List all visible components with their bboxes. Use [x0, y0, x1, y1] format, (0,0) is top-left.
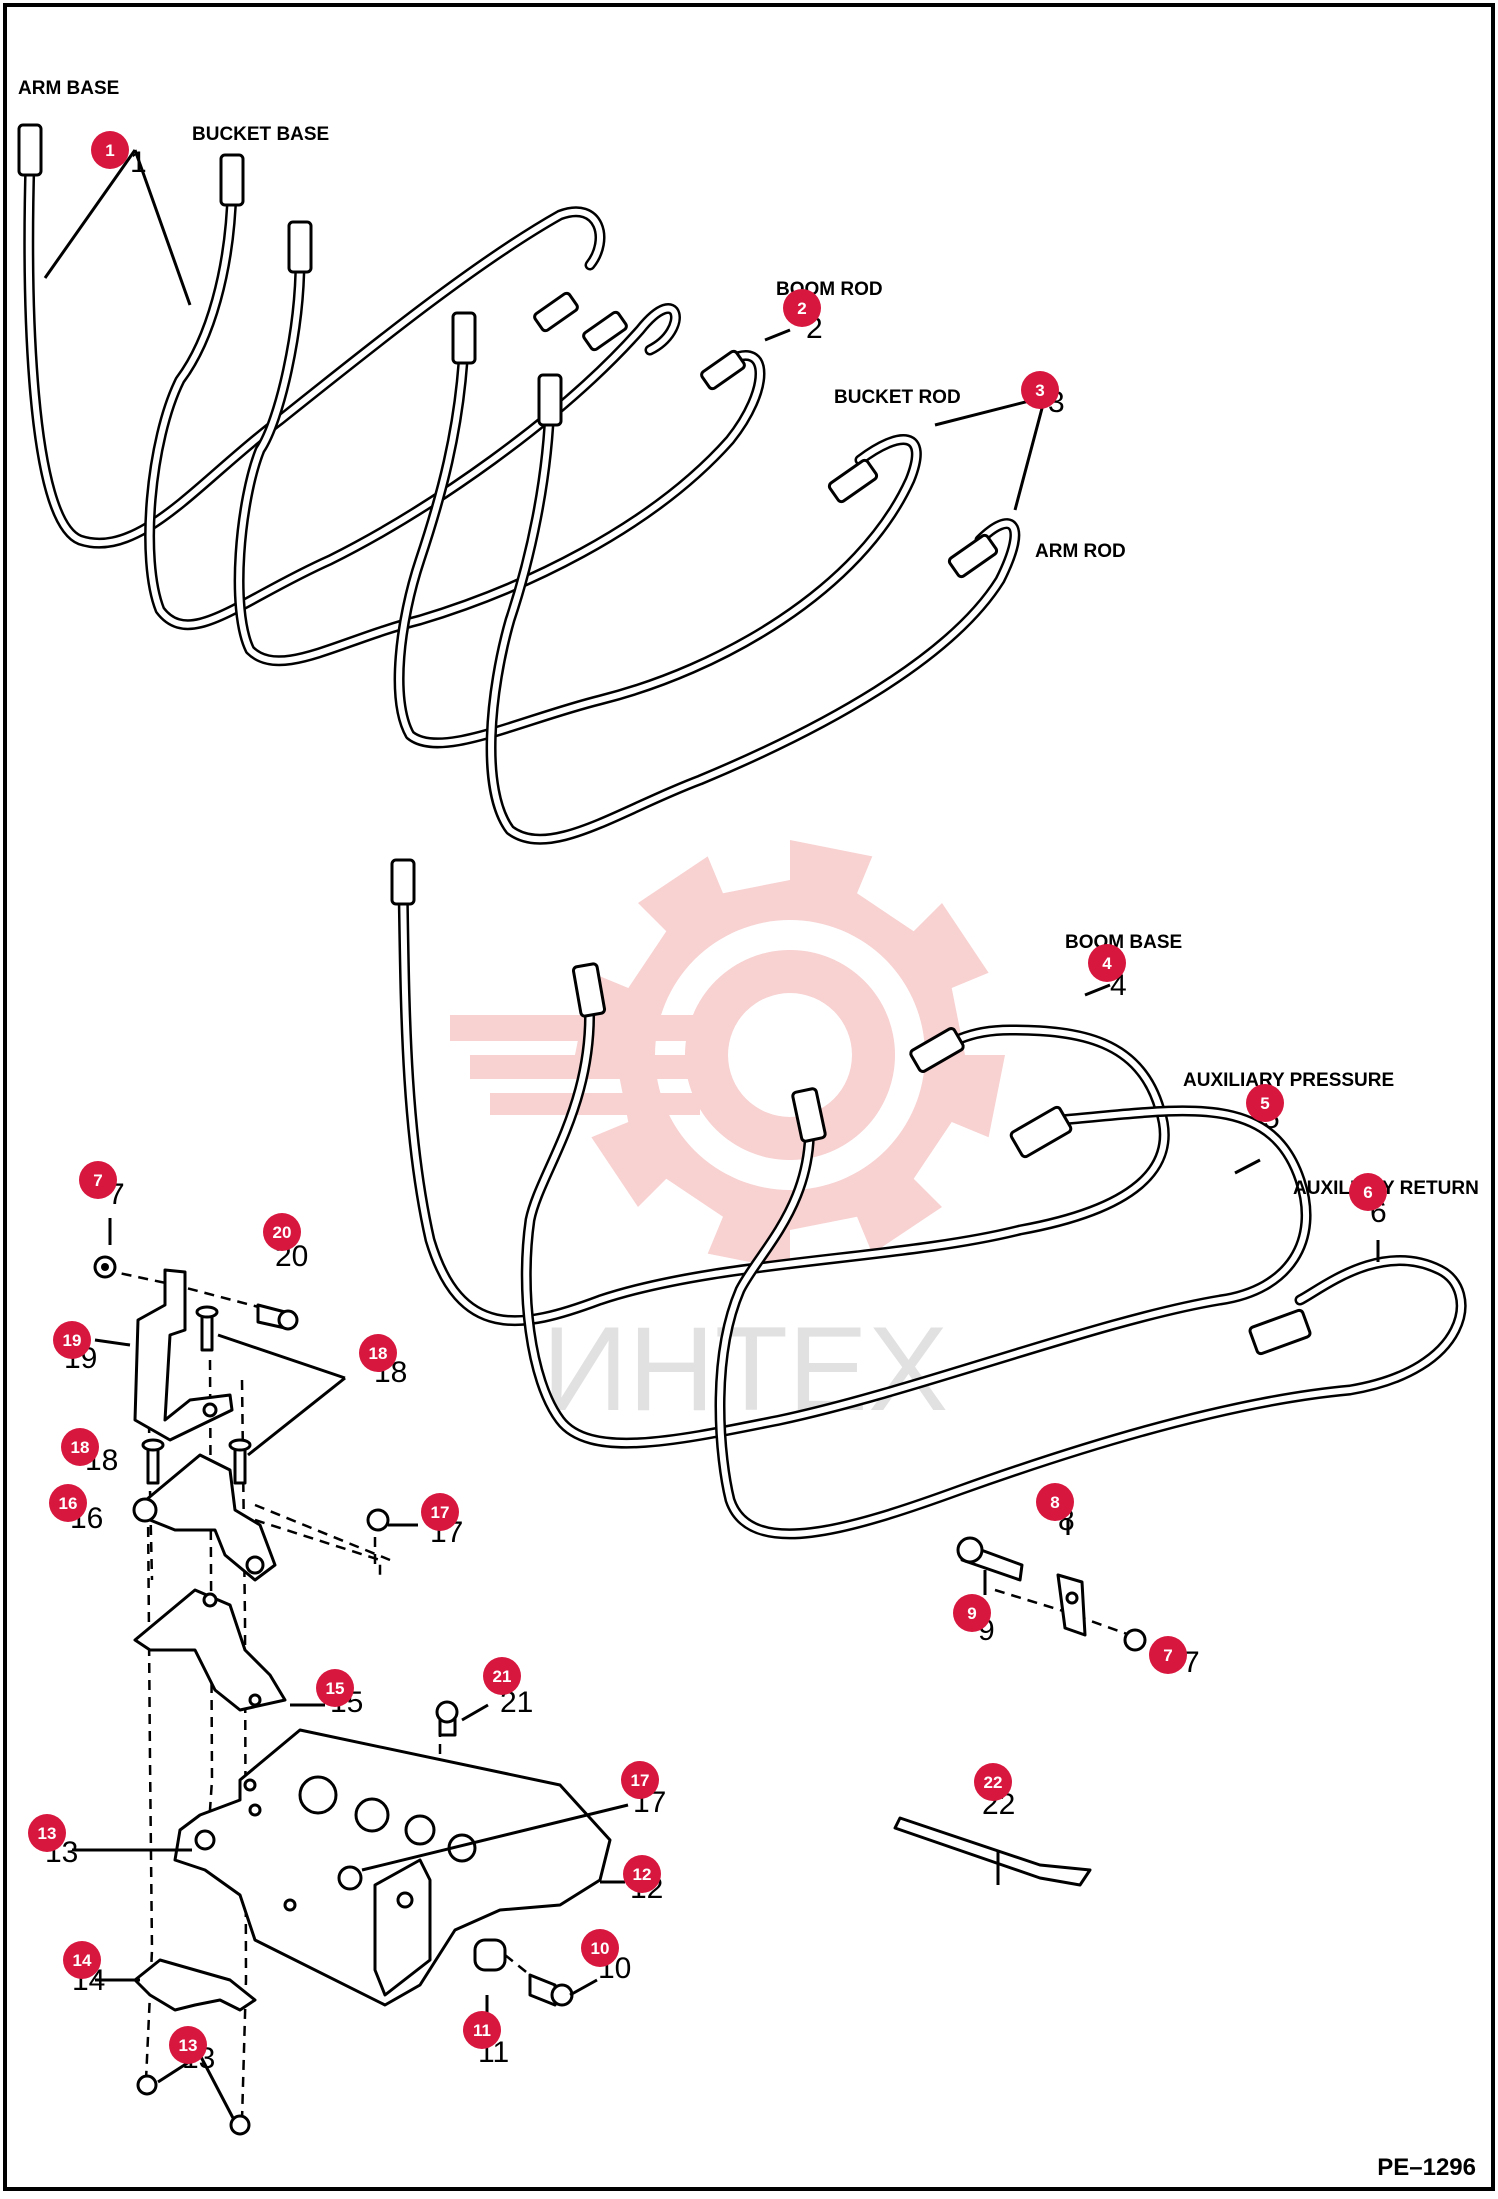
callout-number: 21	[493, 1667, 512, 1686]
callout-badge-18: 18	[61, 1428, 99, 1466]
callout-badge-19: 19	[53, 1321, 91, 1359]
label-bucket-base: BUCKET BASE	[192, 124, 329, 145]
label-arm-rod: ARM ROD	[1035, 541, 1126, 562]
callout-number: 1	[105, 141, 114, 160]
callout-number: 14	[73, 1951, 92, 1970]
callout-circle-icon	[169, 2026, 207, 2064]
callout-badge-13: 13	[28, 1814, 66, 1852]
watermark-text: ИНТЕХ	[542, 1302, 948, 1436]
callout-number: 5	[1260, 1094, 1269, 1113]
callout-badge-7: 7	[79, 1161, 117, 1199]
callout-badge-1: 1	[91, 131, 129, 169]
bracket-assembly	[93, 1255, 1147, 2136]
callout-badge-16: 16	[49, 1484, 87, 1522]
callout-circle-icon	[316, 1669, 354, 1707]
callout-circle-icon	[621, 1761, 659, 1799]
callout-badge-9: 9	[953, 1594, 991, 1632]
callout-circle-icon	[263, 1213, 301, 1251]
callout-badge-2: 2	[783, 289, 821, 327]
callout-number: 9	[967, 1604, 976, 1623]
callout-circle-icon	[581, 1929, 619, 1967]
diagram-border	[3, 3, 1495, 2191]
callout-circle-icon	[1036, 1483, 1074, 1521]
callout-circle-icon	[1149, 1636, 1187, 1674]
callout-number: 13	[179, 2036, 198, 2055]
callout-badge-18: 18	[359, 1334, 397, 1372]
callout-badge-6: 6	[1349, 1173, 1387, 1211]
callout-badge-7: 7	[1149, 1636, 1187, 1674]
callout-badge-17: 17	[621, 1761, 659, 1799]
callout-number: 19	[63, 1331, 82, 1350]
label-bucket-rod: BUCKET ROD	[834, 387, 961, 408]
callout-badge-3: 3	[1021, 371, 1059, 409]
label-arm-base: ARM BASE	[18, 78, 119, 99]
callout-circle-icon	[91, 131, 129, 169]
callout-number: 7	[1163, 1646, 1172, 1665]
callout-badge-20: 20	[263, 1213, 301, 1251]
callout-badge-5: 5	[1246, 1084, 1284, 1122]
callout-circle-icon	[783, 289, 821, 327]
svg-text:7: 7	[1183, 1646, 1200, 1679]
callout-badge-15: 15	[316, 1669, 354, 1707]
callout-circle-icon	[483, 1657, 521, 1695]
callout-circle-icon	[61, 1428, 99, 1466]
callout-number: 11	[473, 2021, 491, 2040]
callout-number: 17	[431, 1503, 450, 1522]
callout-badge-13: 13	[169, 2026, 207, 2064]
label-auxiliary-pressure: AUXILIARY PRESSURE	[1183, 1070, 1394, 1091]
callout-number: 17	[631, 1771, 650, 1790]
callout-badge-22: 22	[974, 1763, 1012, 1801]
callout-circle-icon	[1021, 371, 1059, 409]
callout-circle-icon	[359, 1334, 397, 1372]
callout-number: 13	[38, 1824, 57, 1843]
callout-circle-icon	[421, 1493, 459, 1531]
callout-number: 7	[93, 1171, 102, 1190]
hose-fitting-icon	[17, 123, 999, 579]
callout-number: 15	[326, 1679, 345, 1698]
callout-number: 22	[984, 1773, 1003, 1792]
lower-hose-group	[390, 858, 1467, 1540]
hose-fitting-icon	[390, 858, 1312, 1356]
callout-circle-icon	[1246, 1084, 1284, 1122]
callout-circle-icon	[974, 1763, 1012, 1801]
callout-number: 18	[71, 1438, 90, 1457]
callout-circle-icon	[623, 1855, 661, 1893]
callout-number: 10	[591, 1939, 610, 1958]
callout-number: 16	[59, 1494, 78, 1513]
svg-text:1: 1	[130, 146, 147, 179]
callout-number: 6	[1363, 1183, 1372, 1202]
callout-circle-icon	[1349, 1173, 1387, 1211]
callout-number: 4	[1102, 954, 1112, 973]
callout-badge-12: 12	[623, 1855, 661, 1893]
callout-badge-10: 10	[581, 1929, 619, 1967]
upper-hose-group	[17, 123, 1021, 845]
callout-badge-21: 21	[483, 1657, 521, 1695]
callout-number: 2	[797, 299, 806, 318]
callout-circle-icon	[79, 1161, 117, 1199]
callout-circle-icon	[28, 1814, 66, 1852]
label-boom-base: BOOM BASE	[1065, 932, 1182, 953]
callout-circle-icon	[63, 1941, 101, 1979]
callout-number: 12	[633, 1865, 652, 1884]
callout-badge-11: 11	[463, 2011, 501, 2049]
callout-circle-icon	[53, 1321, 91, 1359]
callout-number: 20	[273, 1223, 292, 1242]
callout-badge-14: 14	[63, 1941, 101, 1979]
diagram-code: PE–1296	[1377, 2154, 1476, 2181]
callout-circle-icon	[1088, 944, 1126, 982]
callout-number: 3	[1035, 381, 1044, 400]
callout-badge-4: 4	[1088, 944, 1126, 982]
callout-circle-icon	[49, 1484, 87, 1522]
callout-circle-icon	[953, 1594, 991, 1632]
callout-badge-8: 8	[1036, 1483, 1074, 1521]
callout-circle-icon	[463, 2011, 501, 2049]
callout-number: 8	[1050, 1493, 1059, 1512]
callout-number: 18	[369, 1344, 388, 1363]
callout-badge-17: 17	[421, 1493, 459, 1531]
